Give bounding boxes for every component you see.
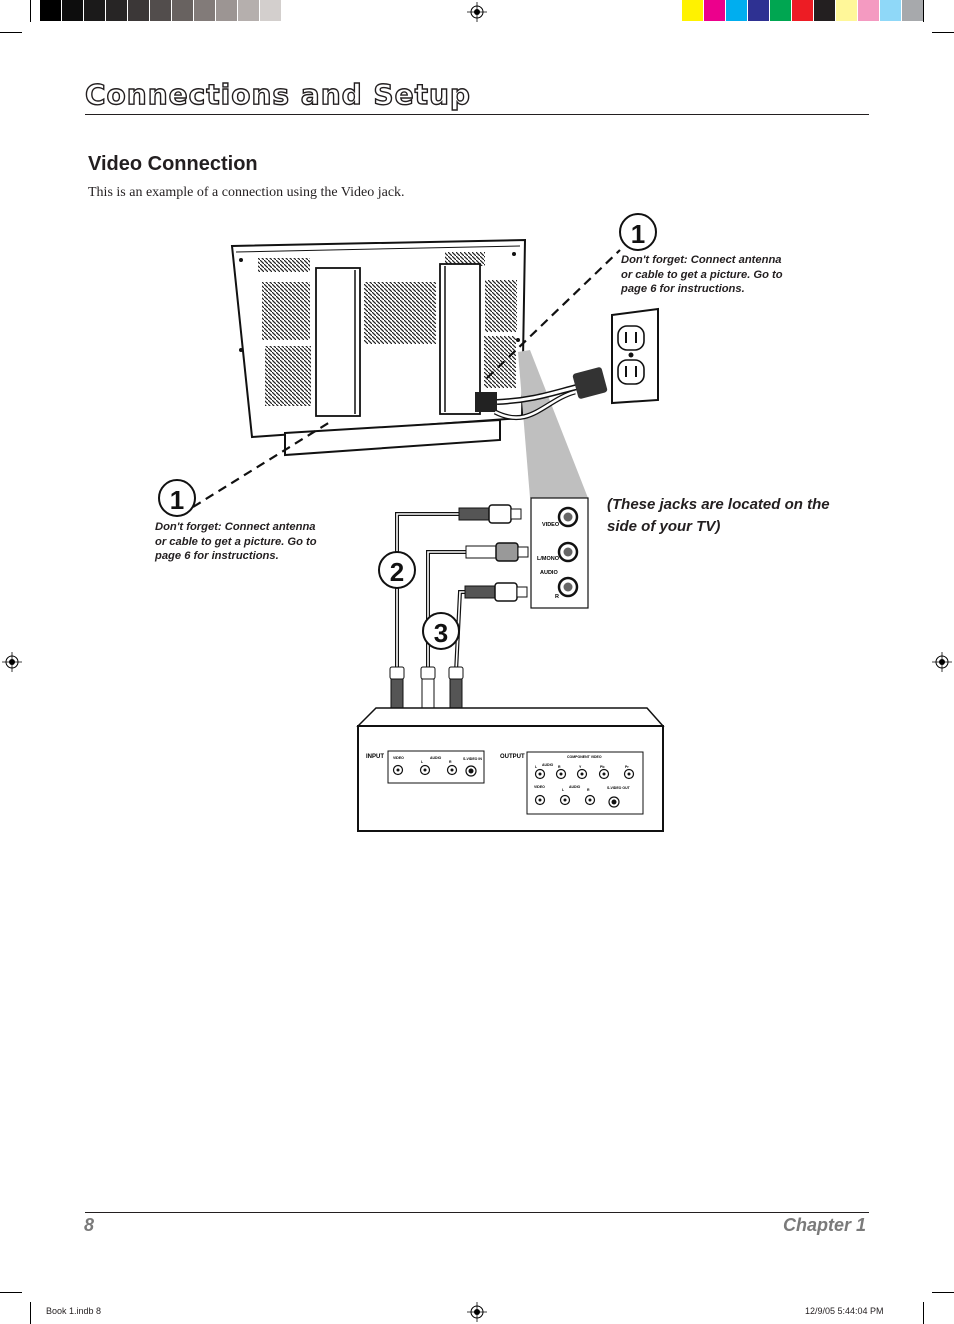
vcr-back-panel: INPUT VIDEO AUDIO L R S-VIDEO IN OUTPUT …: [356, 707, 665, 832]
registration-target-icon: [2, 652, 22, 672]
color-swatch: [880, 0, 902, 21]
color-swatch: [40, 0, 62, 21]
step-1-number: 1: [170, 485, 184, 515]
step-1-badge-top: 1: [619, 213, 657, 251]
crop-mark: [30, 1302, 31, 1324]
vcr-out2-audio-label: AUDIO: [569, 785, 581, 789]
jack-label-r: R: [555, 594, 559, 600]
color-swatch: [238, 0, 260, 21]
vcr-y-label: Y: [579, 765, 582, 769]
vcr-out2-l-label: L: [562, 788, 565, 792]
vcr-out-l-label: L: [535, 765, 538, 769]
color-swatch: [84, 0, 106, 21]
header-rule: [85, 114, 869, 115]
color-swatch: [150, 0, 172, 21]
color-swatch: [128, 0, 150, 21]
color-swatch: [282, 0, 304, 21]
antenna-note-left: Don't forget: Connect antenna or cable t…: [155, 520, 317, 564]
intro-text: This is an example of a connection using…: [88, 185, 405, 200]
vcr-out-audio-label: AUDIO: [542, 763, 554, 767]
print-slug-left: Book 1.indb 8: [46, 1306, 102, 1316]
color-swatch: [814, 0, 836, 21]
color-swatch: [858, 0, 880, 21]
rca-plug-audio-left: [465, 542, 529, 562]
vcr-audio-label: AUDIO: [430, 756, 442, 760]
color-swatch: [770, 0, 792, 21]
registration-target-icon: [467, 2, 487, 22]
vcr-out-r-label: R: [558, 765, 561, 769]
page-number: 8: [84, 1215, 95, 1235]
jack-label-lmono: L/MONO: [537, 556, 560, 562]
step-2-badge: 2: [378, 551, 416, 589]
jack-label-video: VIDEO: [542, 522, 560, 528]
crop-mark: [923, 0, 924, 22]
antenna-note-top: Don't forget: Connect antenna or cable t…: [621, 253, 783, 297]
color-swatch: [260, 0, 282, 21]
rca-plug-audio-right: [464, 582, 528, 602]
process-color-registration-bar: [682, 0, 924, 22]
color-swatch: [216, 0, 238, 21]
color-swatch: [194, 0, 216, 21]
page-header-title: Connections and Setup: [84, 77, 471, 111]
section-title: Video Connection: [88, 153, 258, 175]
step-3-number: 3: [434, 618, 448, 648]
vcr-pb-label: Pb: [600, 765, 604, 769]
footer-rule: [85, 1212, 869, 1213]
step-3-badge: 3: [422, 612, 460, 650]
step-1-number: 1: [631, 219, 645, 249]
crop-mark: [932, 1292, 954, 1293]
vcr-component-label: COMPONENT VIDEO: [567, 755, 602, 759]
note-line: page 6 for instructions.: [155, 550, 279, 562]
vcr-input-label: INPUT: [366, 754, 384, 760]
step-2-number: 2: [390, 557, 404, 587]
vcr-l-label: L: [421, 760, 424, 764]
crop-mark: [932, 32, 954, 33]
wall-outlet-icon: [611, 307, 659, 405]
vcr-pr-label: Pr: [625, 765, 629, 769]
crop-mark: [923, 1302, 924, 1324]
color-swatch: [792, 0, 814, 21]
crop-mark: [0, 32, 22, 33]
color-swatch: [902, 0, 924, 21]
vcr-output-label: OUTPUT: [500, 754, 525, 760]
jack-location-callout: (These jacks are located on the side of …: [607, 496, 830, 535]
note-line: Don't forget: Connect antenna: [155, 521, 316, 533]
crop-mark: [0, 1292, 22, 1293]
registration-target-icon: [467, 1302, 487, 1322]
vcr-r-label: R: [449, 760, 452, 764]
tv-side-jack-panel: VIDEO L/MONO AUDIO R: [530, 497, 589, 609]
color-swatch: [704, 0, 726, 21]
jack-label-audio: AUDIO: [540, 570, 558, 576]
color-swatch: [726, 0, 748, 21]
registration-target-icon: [932, 652, 952, 672]
connection-diagram: 1 1 VIDEO L/MONO AUDIO R: [158, 213, 665, 832]
color-swatch: [748, 0, 770, 21]
note-line: or cable to get a picture. Go to: [155, 535, 317, 548]
vcr-out-video-label: VIDEO: [534, 785, 545, 789]
note-line: or cable to get a picture. Go to: [621, 268, 783, 281]
color-swatch: [836, 0, 858, 21]
crop-mark: [30, 0, 31, 22]
color-swatch: [62, 0, 84, 21]
vcr-out2-r-label: R: [587, 788, 590, 792]
vcr-svideo-out-label: S-VIDEO OUT: [607, 786, 631, 790]
vcr-svideo-in-label: S-VIDEO IN: [463, 757, 482, 761]
color-swatch: [172, 0, 194, 21]
note-line: Don't forget: Connect antenna: [621, 254, 782, 266]
color-swatch: [106, 0, 128, 21]
step-1-badge-left: 1: [158, 479, 196, 517]
color-swatch: [682, 0, 704, 21]
grayscale-registration-bar: [40, 0, 304, 22]
rca-plug-video: [458, 504, 522, 524]
print-slug-right: 12/9/05 5:44:04 PM: [805, 1306, 884, 1316]
note-line: page 6 for instructions.: [621, 283, 745, 295]
vcr-video-label: VIDEO: [393, 756, 404, 760]
tv-back-illustration: [230, 238, 527, 457]
chapter-label: Chapter 1: [782, 1215, 866, 1235]
